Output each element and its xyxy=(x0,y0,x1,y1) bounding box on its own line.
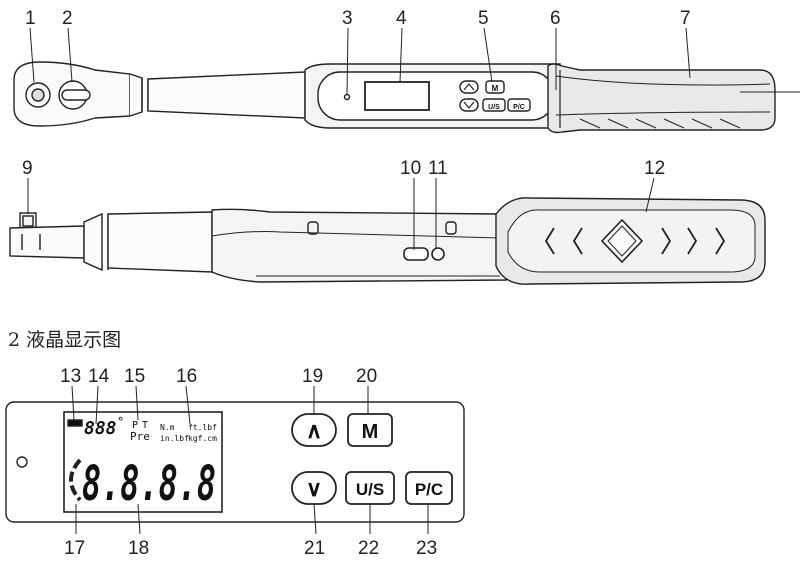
panel-button-labels: ∧ M ∨ U/S P/C xyxy=(306,418,443,501)
wrench-neck xyxy=(129,73,143,117)
lcd-panel xyxy=(5,401,465,523)
lcd-unit-ftlbf: ft.lbf xyxy=(188,423,217,432)
callout-4: 4 xyxy=(396,8,407,29)
callout-13: 13 xyxy=(60,366,81,387)
peak-clear-label-small: P/C xyxy=(513,104,525,111)
mode-button-label: M xyxy=(362,421,379,443)
callout-22: 22 xyxy=(358,538,379,559)
lcd-window-small xyxy=(364,81,430,111)
lcd-main-digits: 8.8.8.8 xyxy=(82,456,216,512)
callout-15: 15 xyxy=(124,366,145,387)
up-button-small[interactable] xyxy=(459,80,479,94)
battery-icon xyxy=(67,419,83,427)
callout-17: 17 xyxy=(64,538,85,559)
leader-lines-panel xyxy=(71,385,429,535)
body-side xyxy=(211,208,507,283)
lcd-unit-inlbf: in.lbf xyxy=(160,434,189,443)
callout-2: 2 xyxy=(62,8,73,29)
callout-18: 18 xyxy=(128,538,149,559)
callout-16: 16 xyxy=(176,366,197,387)
mode-button[interactable] xyxy=(347,413,393,447)
callout-7: 7 xyxy=(680,8,691,29)
callout-10: 10 xyxy=(400,158,421,179)
callout-numbers-side: 9 10 11 12 xyxy=(22,158,665,179)
mode-label-small: M xyxy=(492,84,499,93)
callout-9: 9 xyxy=(22,158,33,179)
leader-lines-side xyxy=(27,177,655,250)
progress-arc xyxy=(69,458,82,502)
callout-3: 3 xyxy=(342,8,353,29)
units-label-small: U/S xyxy=(488,104,500,111)
callout-5: 5 xyxy=(478,8,489,29)
handle-top xyxy=(547,63,776,134)
mode-button-small[interactable] xyxy=(485,80,505,94)
up-button-glyph: ∧ xyxy=(306,418,322,443)
peak-clear-button-small[interactable] xyxy=(507,98,531,112)
callout-6: 6 xyxy=(550,8,561,29)
lcd-unit-nm: N.m xyxy=(160,423,175,432)
peak-clear-button-label: P/C xyxy=(415,480,443,499)
lcd-pre-label: Pre xyxy=(130,430,150,443)
units-button-label: U/S xyxy=(356,480,384,499)
usb-port xyxy=(403,247,429,261)
callout-12: 12 xyxy=(644,158,665,179)
callout-numbers-panel: 13 14 15 16 19 20 17 18 21 22 23 xyxy=(60,366,437,559)
wrench-shaft xyxy=(147,71,306,119)
peak-clear-button[interactable] xyxy=(405,471,453,505)
reversing-lever xyxy=(58,80,91,110)
callout-14: 14 xyxy=(88,366,110,387)
callout-23: 23 xyxy=(416,538,437,559)
lcd-unit-kgfcm: kgf.cm xyxy=(188,434,217,443)
shaft-side xyxy=(107,211,213,273)
lcd-p-label: P xyxy=(132,420,138,431)
callout-20: 20 xyxy=(356,366,377,387)
panel-led-hole xyxy=(16,456,28,468)
top-view-tiny-labels: M U/S P/C xyxy=(488,84,525,111)
indicator-led xyxy=(343,93,351,101)
lcd-readouts: 888 ° P T Pre N.m ft.lbf in.lbf kgf.cm 8… xyxy=(82,415,217,512)
callout-11: 11 xyxy=(428,158,448,179)
wrench-side-view xyxy=(9,197,766,285)
lcd-small-digits: 888 xyxy=(84,418,117,439)
callout-19: 19 xyxy=(302,366,323,387)
wrench-top-view xyxy=(13,61,776,134)
units-button-small[interactable] xyxy=(482,98,506,112)
callout-21: 21 xyxy=(304,538,325,559)
section-title: 2 液晶显示图 xyxy=(8,329,121,351)
down-button-glyph: ∨ xyxy=(306,476,322,501)
lcd-t-label: T xyxy=(142,420,148,431)
power-jack xyxy=(431,247,445,261)
callout-numbers-top: 1 2 3 4 5 6 7 xyxy=(25,8,691,29)
lcd-degree: ° xyxy=(117,415,124,429)
lcd-screen xyxy=(63,411,223,513)
callout-1: 1 xyxy=(25,8,36,29)
head-side xyxy=(9,225,85,259)
leader-lines-top xyxy=(29,27,800,95)
down-button-small[interactable] xyxy=(459,98,479,112)
